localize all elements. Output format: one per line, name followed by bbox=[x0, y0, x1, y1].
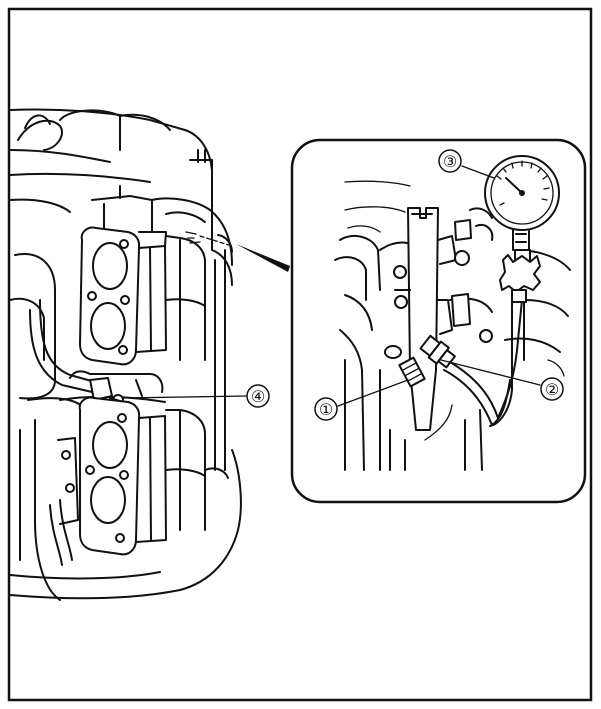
callout-1: ① bbox=[314, 379, 409, 421]
callout-4: ④ bbox=[121, 384, 270, 408]
page-frame bbox=[7, 7, 593, 702]
callout-2-label: ② bbox=[545, 380, 559, 399]
engine-overview bbox=[9, 108, 242, 601]
callout-2: ② bbox=[440, 359, 564, 401]
callout-4-label: ④ bbox=[251, 387, 265, 406]
callout-3-label: ③ bbox=[443, 152, 457, 171]
inset-detail bbox=[290, 138, 587, 504]
zoom-pointer bbox=[236, 244, 290, 272]
callout-1-label: ① bbox=[319, 400, 333, 419]
callout-3: ③ bbox=[438, 149, 495, 179]
